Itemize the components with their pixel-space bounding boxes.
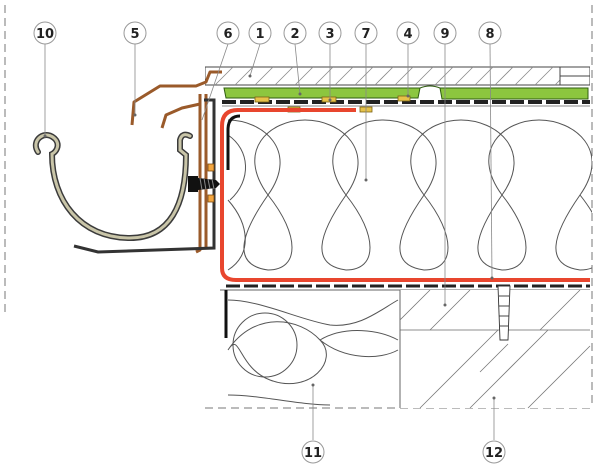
callout-3: 3 [318, 21, 342, 45]
top-paving-layer [205, 66, 590, 86]
callout-5: 5 [123, 21, 147, 45]
callout-9: 9 [433, 21, 457, 45]
leader-dots [43, 74, 496, 400]
upper-thermal-insulation [227, 119, 592, 271]
callout-8: 8 [478, 21, 502, 45]
red-vapour-barrier [220, 108, 590, 282]
callout-4: 4 [396, 21, 420, 45]
callout-label-7: 7 [361, 27, 370, 42]
anchor-dowel-icon [497, 285, 511, 341]
callout-label-4: 4 [403, 27, 412, 42]
copper-edge-flashing [130, 70, 222, 254]
drawing-frame [4, 5, 593, 409]
concrete-wall [399, 289, 591, 409]
callout-10: 10 [33, 21, 57, 45]
green-protection-layer [223, 85, 589, 100]
callout-1: 1 [248, 21, 272, 45]
half-round-gutter [33, 131, 193, 242]
callout-label-8: 8 [485, 27, 494, 42]
callout-label-3: 3 [325, 27, 334, 42]
callout-label-2: 2 [290, 27, 299, 42]
leader-lines [44, 43, 495, 440]
callout-label-5: 5 [130, 27, 139, 42]
sealing-membrane [222, 100, 590, 107]
gutter-bracket [73, 98, 216, 254]
callout-7: 7 [354, 21, 378, 45]
callout-label-6: 6 [223, 27, 232, 42]
callout-label-10: 10 [36, 27, 54, 42]
callout-11: 11 [301, 440, 325, 464]
callout-label-9: 9 [440, 27, 449, 42]
fixing-plate [207, 163, 215, 203]
lower-thermal-insulation [227, 299, 399, 406]
screw-fastener-icon [188, 176, 220, 192]
callout-2: 2 [283, 21, 307, 45]
callout-label-11: 11 [304, 446, 322, 461]
callout-6: 6 [216, 21, 240, 45]
callout-label-12: 12 [485, 446, 503, 461]
black-inner-sheet [226, 114, 241, 170]
callout-label-1: 1 [255, 27, 264, 42]
callout-12: 12 [482, 440, 506, 464]
